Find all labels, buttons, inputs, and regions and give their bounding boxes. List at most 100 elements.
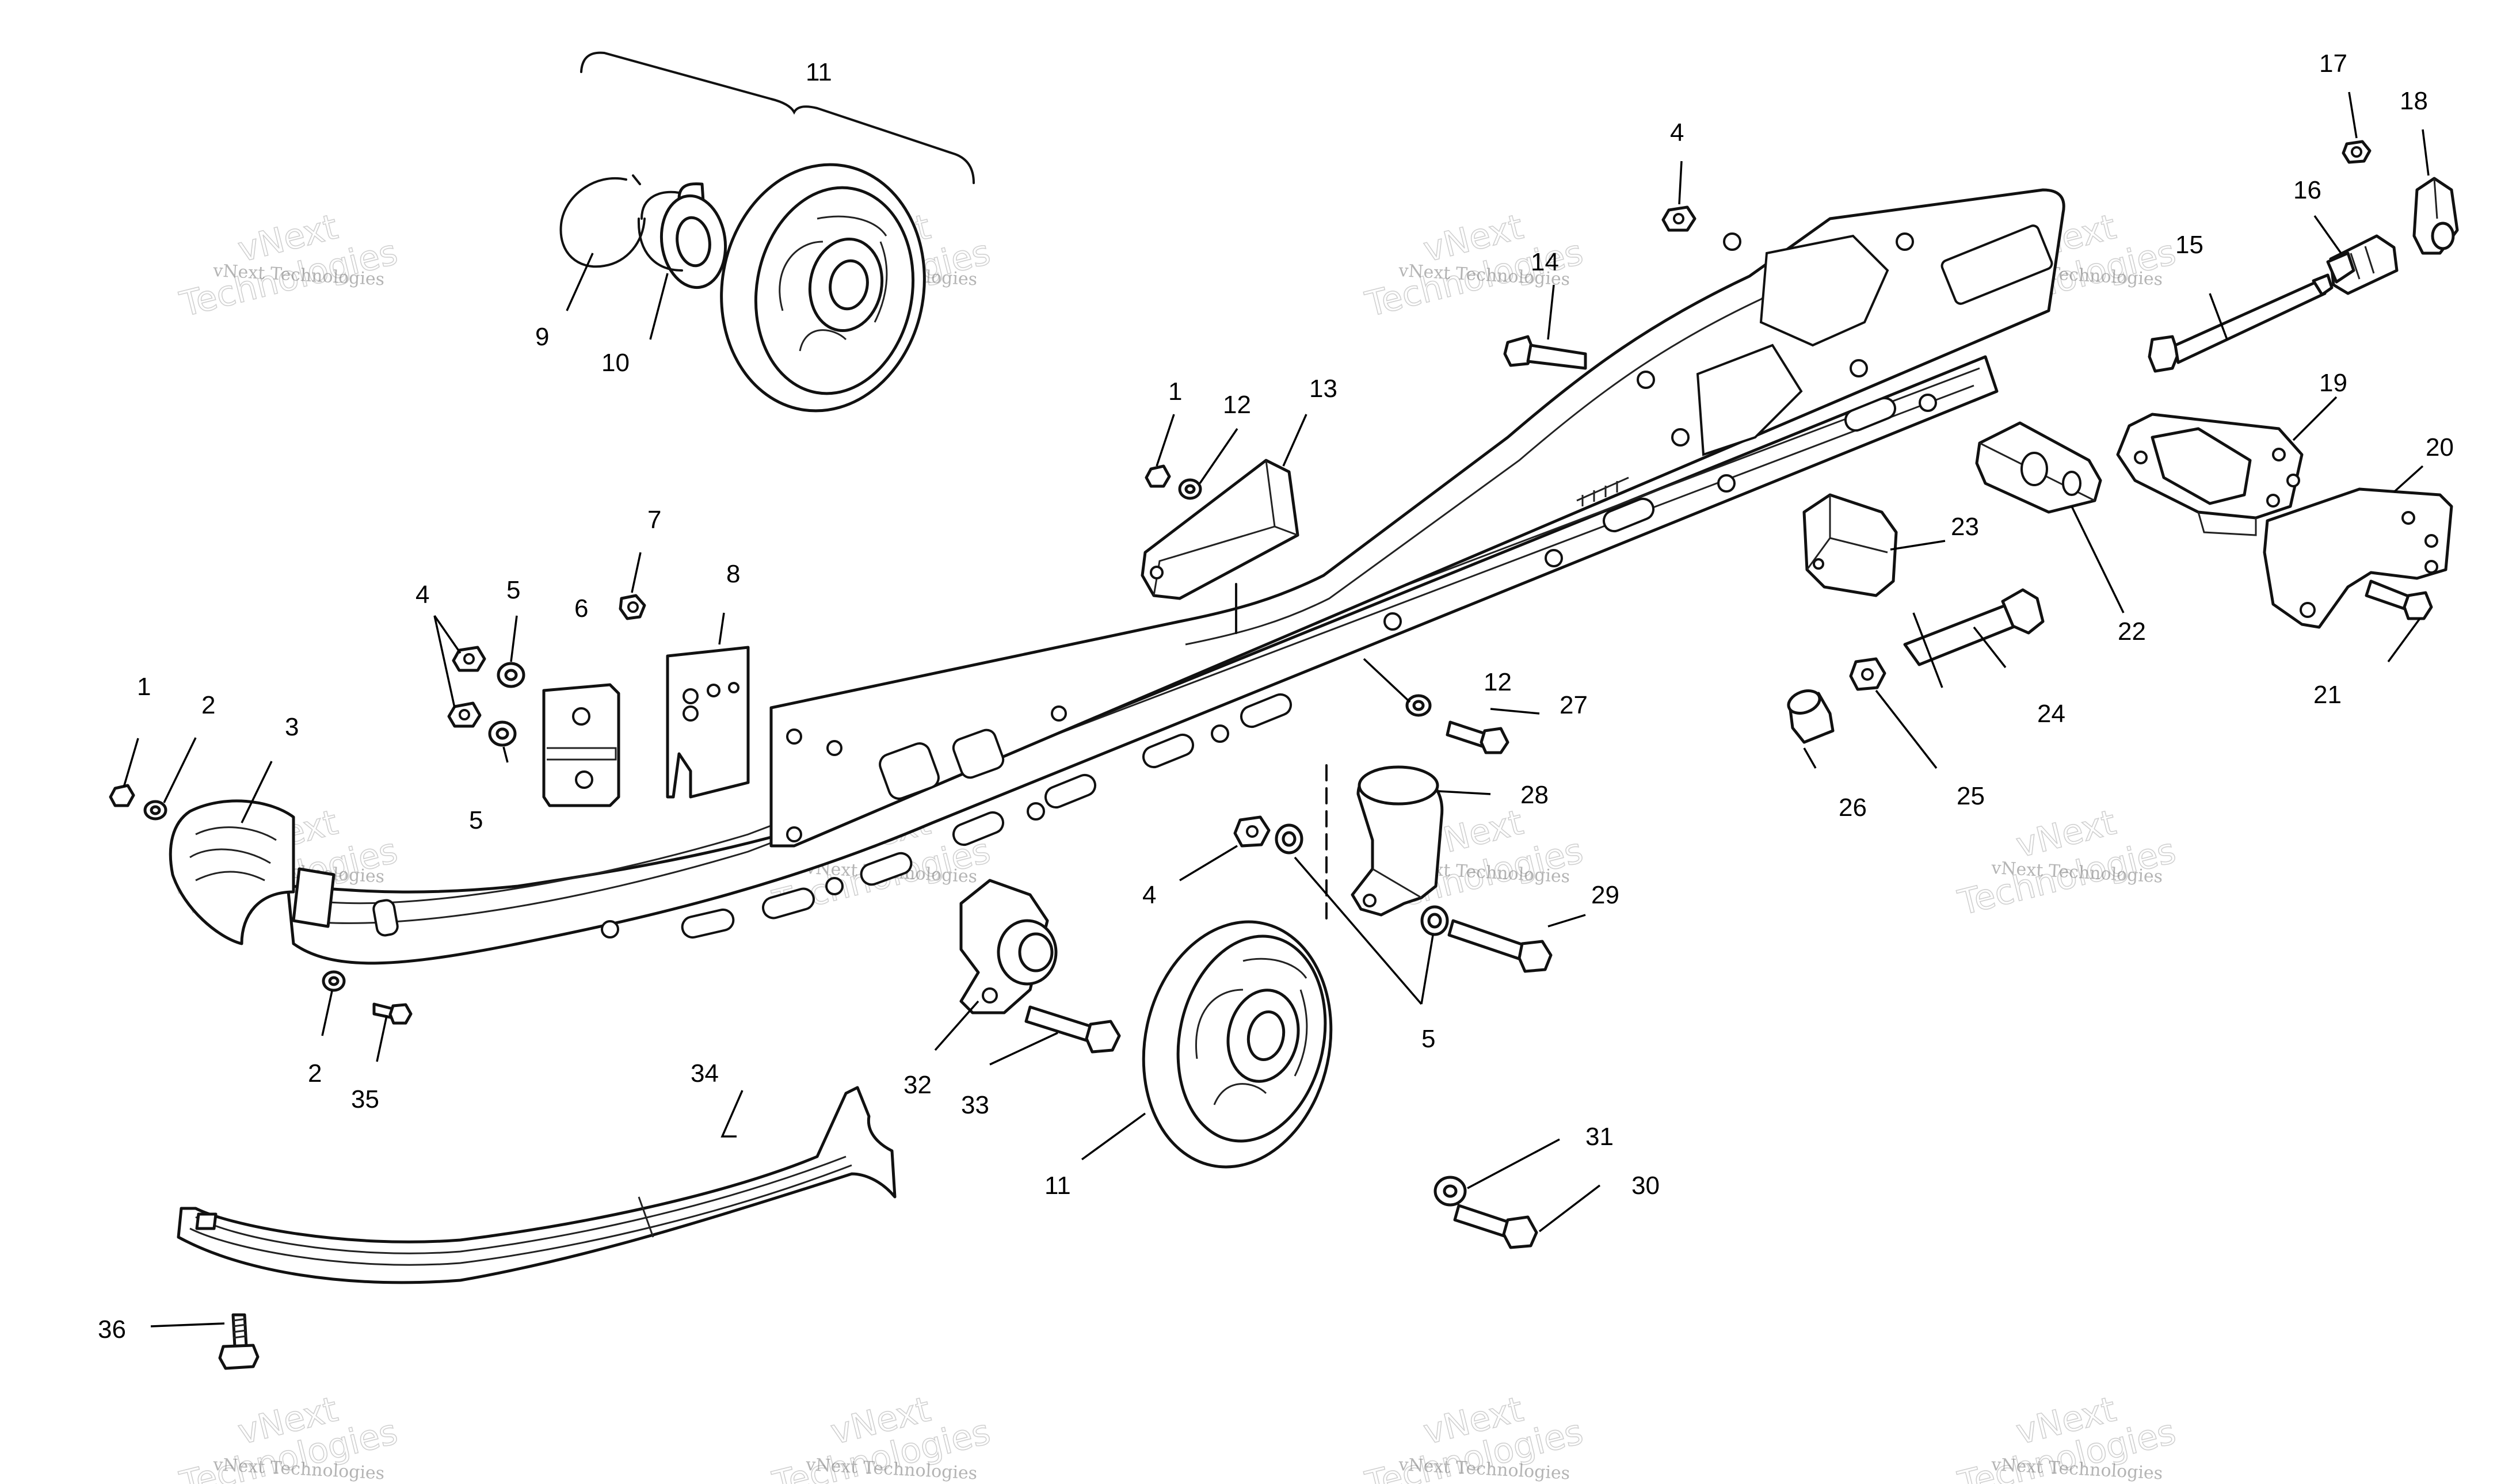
bolt-part <box>1447 919 1553 973</box>
callout-24: 24 <box>2037 700 2065 728</box>
leader-lines <box>123 91 2430 1327</box>
callout-10: 10 <box>601 349 630 377</box>
callout-33: 33 <box>961 1091 989 1119</box>
callout-2-lower: 2 <box>308 1059 322 1088</box>
nut-part <box>1661 205 1696 232</box>
watermark: vNext Technologies vNext Technologies <box>1954 1388 2180 1484</box>
nut-part <box>109 784 135 807</box>
rail-slot <box>1844 396 1897 432</box>
callout-22: 22 <box>2118 617 2146 646</box>
callout-4-top: 4 <box>1670 119 1684 147</box>
washer-part <box>143 800 167 821</box>
callout-5-lower: 5 <box>469 806 483 834</box>
callout-34: 34 <box>691 1059 719 1088</box>
side-plate-part <box>769 188 2065 848</box>
callout-29: 29 <box>1591 881 1619 909</box>
bolt-part <box>1903 588 2045 666</box>
rail-slot <box>860 852 913 886</box>
callout-11-top: 11 <box>806 58 832 86</box>
plate-hole <box>1850 359 1868 377</box>
watermark: vNext Technologies vNext Technologies <box>1954 802 2180 924</box>
callout-8: 8 <box>726 560 740 588</box>
wear-block-part <box>1141 459 1299 600</box>
callout-23: 23 <box>1951 513 1979 541</box>
callout-12-mid: 12 <box>1484 668 1512 696</box>
callout-21: 21 <box>2313 681 2342 709</box>
pivot-bracket-part <box>2116 413 2304 536</box>
plate-hole <box>1671 428 1690 447</box>
rail-hole <box>601 920 619 939</box>
rail-slot <box>762 887 815 920</box>
callout-11-bottom: 11 <box>1044 1172 1071 1200</box>
rail-hole <box>1545 549 1563 567</box>
rail-slot <box>1602 497 1655 533</box>
plate-hole <box>1896 232 1914 251</box>
washer-part <box>1420 905 1449 936</box>
rail-hole <box>825 877 844 895</box>
support-bracket-part <box>959 879 1058 1014</box>
callout-17: 17 <box>2319 49 2347 78</box>
plate-cutout <box>1759 234 1889 347</box>
callout-15: 15 <box>2175 231 2203 259</box>
plate-cutout <box>879 742 940 800</box>
callout-labels: 11 9 10 4 14 17 18 16 15 19 20 1 12 13 7… <box>98 49 2454 1344</box>
callout-5-upper: 5 <box>506 576 520 604</box>
bolt-part <box>2365 579 2433 620</box>
callout-4-left: 4 <box>415 581 429 609</box>
plate-hole <box>786 826 802 842</box>
callout-7: 7 <box>647 506 661 534</box>
callout-4-mid: 4 <box>1142 881 1156 909</box>
coupling-nut-part <box>2326 234 2399 295</box>
watermark: vNext Technologies vNext Technologies <box>768 1388 994 1484</box>
rail-hole <box>1717 474 1736 493</box>
spacer-block-part <box>1975 421 2102 514</box>
watermark: vNext Technologies vNext Technologies <box>176 1388 402 1484</box>
plate-cutout <box>1696 344 1803 456</box>
long-bolt-part <box>2148 273 2334 373</box>
rail-hole <box>1383 612 1402 631</box>
callout-35: 35 <box>351 1085 379 1113</box>
rail-tip-part <box>169 799 295 945</box>
wear-strip-part <box>177 1086 897 1284</box>
callout-12-top: 12 <box>1223 391 1251 419</box>
bolt-part <box>1453 1204 1538 1249</box>
mounting-plate-part <box>666 646 750 799</box>
plate-hole <box>786 728 802 745</box>
rail-hole <box>1919 394 1937 412</box>
watermark: vNext Technologies vNext Technologies <box>1361 1388 1587 1484</box>
washer-part <box>322 970 346 992</box>
callout-27: 27 <box>1560 691 1588 719</box>
washer-part <box>497 662 525 688</box>
plate-cutout <box>952 728 1005 779</box>
rail-hole <box>1027 802 1045 821</box>
rail-slot <box>1142 733 1195 769</box>
plate-hole <box>1051 705 1067 722</box>
slide-rail-part <box>286 355 1999 965</box>
callout-9: 9 <box>535 323 549 351</box>
washer-part <box>1178 478 1202 500</box>
callout-2-upper: 2 <box>201 691 215 719</box>
plate-cutout <box>1940 224 2053 305</box>
callout-16: 16 <box>2293 176 2321 204</box>
bearing-part <box>637 182 727 289</box>
washer-part <box>1405 694 1432 717</box>
stopper-block-part <box>1802 493 1898 597</box>
callout-36: 36 <box>98 1315 126 1344</box>
nut-part <box>447 701 482 728</box>
bumper-block-part <box>542 683 620 807</box>
callout-19: 19 <box>2319 369 2347 397</box>
bolt-part <box>1446 720 1509 754</box>
washer-part <box>1434 1176 1467 1207</box>
callout-18: 18 <box>2400 87 2428 115</box>
callout-25: 25 <box>1957 782 1985 810</box>
rail-slot <box>952 811 1005 846</box>
rail-hole <box>1211 724 1229 743</box>
bolt-part <box>1024 1005 1121 1054</box>
clamp-part <box>1351 765 1444 917</box>
snap-ring-part <box>559 174 646 268</box>
rail-slot <box>1044 773 1097 809</box>
nut-part <box>1849 657 1886 691</box>
callout-26: 26 <box>1839 793 1867 822</box>
side-mount-plate-part <box>2263 487 2453 629</box>
